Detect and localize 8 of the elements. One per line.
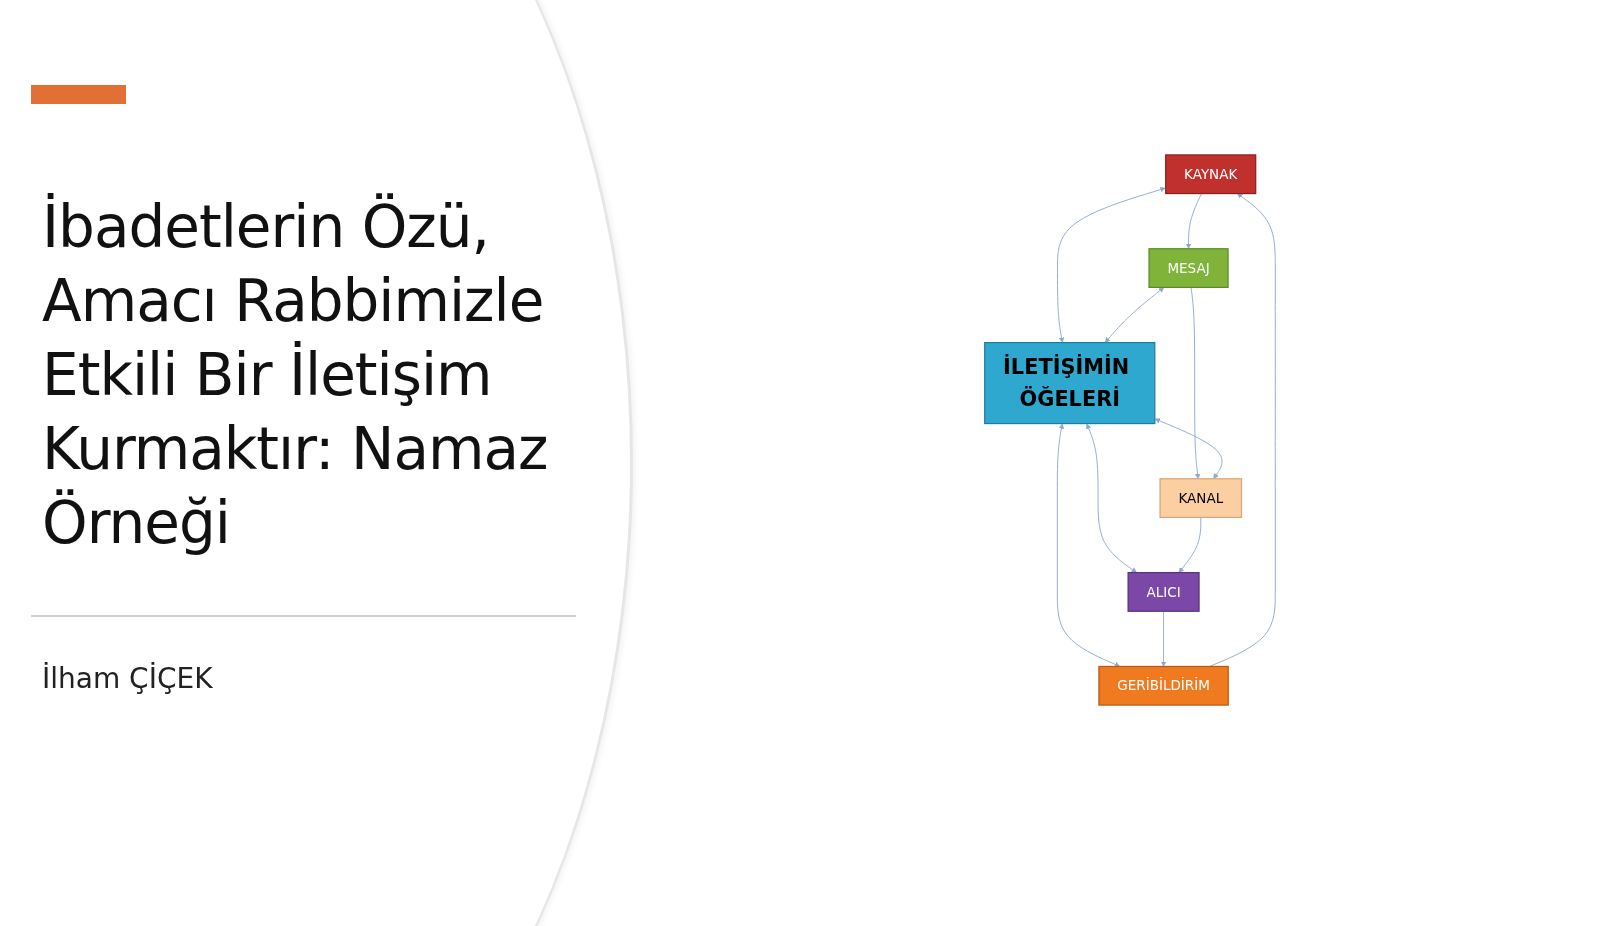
slide-title: İbadetlerin Özü, Amacı Rabbimizle Etkili Bir İletişim Kurmaktır: Namaz Örneği xyxy=(42,192,549,559)
node-box: ALICI xyxy=(1127,572,1200,612)
author-name: İlham ÇİÇEK xyxy=(42,662,213,695)
node-box: KANAL xyxy=(1159,478,1243,518)
node-box: GERİBİLDİRİM xyxy=(1098,665,1229,706)
node-box: İLETİŞİMİN ÖĞELERİ xyxy=(984,342,1156,425)
node-box: MESAJ xyxy=(1148,248,1229,288)
node-box: KAYNAK xyxy=(1165,154,1257,195)
